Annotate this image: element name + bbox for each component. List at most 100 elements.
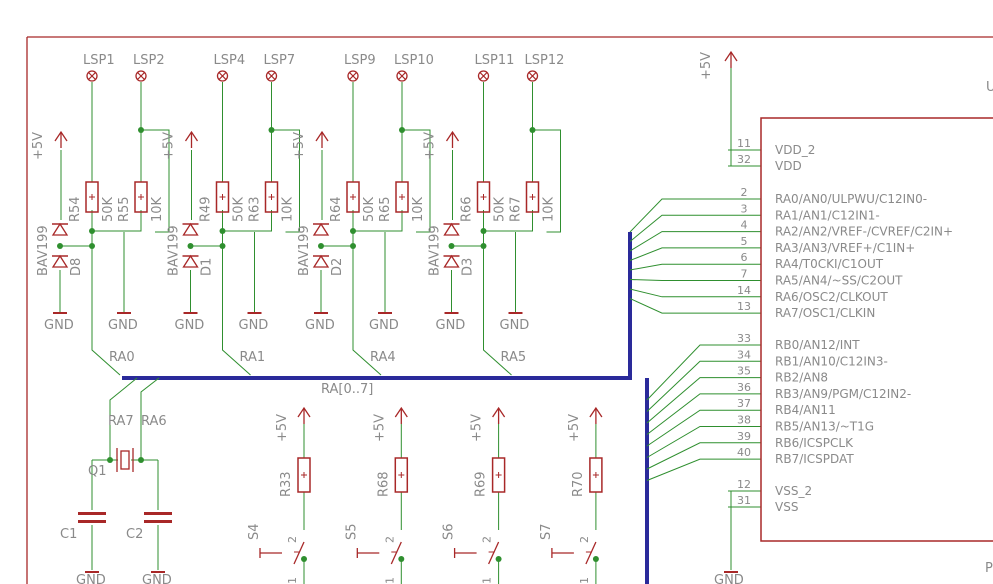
resistor-body [297, 457, 311, 493]
bus-ra [122, 232, 632, 380]
capacitor-plate [78, 512, 106, 515]
pin-number: 3 [741, 202, 748, 215]
pin-number: 33 [737, 332, 751, 345]
bus-tap-wire [629, 298, 728, 314]
speaker-connector-icon [526, 70, 539, 82]
resistor-body [394, 457, 409, 493]
speaker-label: LSP4 [214, 53, 246, 68]
pin-number: 2 [741, 186, 748, 199]
junction-dot [480, 243, 487, 249]
connector-ring [86, 70, 98, 82]
resistor-body [264, 181, 279, 213]
wire [271, 129, 300, 233]
pin-number: 13 [737, 300, 751, 313]
diode-triangle [312, 254, 330, 268]
resistor-icon [395, 181, 409, 213]
pin-name: RB1/AN10/C12IN3- [775, 354, 888, 368]
bus-tap-wire [646, 393, 728, 435]
bus-tap-wire [629, 288, 728, 298]
crystal-net-wire [140, 377, 160, 460]
resistor-icon [264, 181, 279, 213]
switch-pin: 2 [286, 536, 299, 543]
connector-cross [349, 72, 357, 80]
pin-number: 6 [741, 251, 748, 264]
ground-label: GND [175, 318, 205, 333]
resistor-value: 50K [232, 196, 247, 222]
wire [222, 210, 272, 232]
connector-cross [137, 72, 145, 80]
speaker-label: LSP11 [475, 53, 515, 68]
switch-pin: 2 [383, 536, 396, 543]
supply-label: +5V [31, 132, 46, 160]
resistor-icon [476, 181, 491, 213]
pin-name: VDD [775, 159, 802, 173]
pin-name: RA5/AN4/~SS/C2OUT [775, 274, 903, 288]
ground-label: GND [76, 573, 106, 584]
resistor-value: 10K [542, 196, 557, 222]
wire [353, 210, 403, 232]
bus-label: RA[0..7] [321, 382, 373, 397]
pin-name: RA6/OSC2/CLKOUT [775, 290, 888, 304]
junction-dot [350, 228, 356, 234]
junction-dot [187, 243, 194, 249]
resistor-value: 10K [281, 196, 296, 222]
crystal-ref: Q1 [88, 464, 107, 479]
net-label: RA4 [370, 350, 396, 365]
switch-contact [495, 556, 502, 562]
speaker-connector-icon [135, 70, 147, 82]
pin-name: VDD_2 [775, 143, 815, 157]
switch-lever [293, 541, 305, 565]
resistor-body [476, 181, 491, 213]
bus-tap-wire [646, 426, 728, 458]
vcc-arrow-icon [297, 406, 311, 424]
ground-label: GND [369, 318, 399, 333]
connector-cross [398, 72, 406, 80]
pin-number: 32 [737, 153, 751, 166]
bus-tap-wire [629, 279, 728, 281]
connector-ring [526, 70, 539, 82]
speaker-connector-icon [86, 70, 98, 82]
net-label: RA6 [141, 414, 167, 429]
crystal-net-wire [109, 377, 138, 460]
vcc-arrow-icon [724, 50, 738, 68]
diode-icon [51, 222, 69, 236]
wires [57, 68, 761, 584]
connector-cross [88, 72, 96, 80]
capacitor-plate [144, 520, 172, 523]
resistor-body [134, 181, 148, 213]
resistor-body [346, 181, 360, 213]
crystal-body [120, 450, 130, 470]
switch-pin: 1 [578, 577, 591, 584]
pin-number: 38 [737, 414, 751, 427]
speaker-label: LSP7 [264, 53, 296, 68]
wire [92, 210, 142, 232]
supply-label: +5V [292, 132, 307, 160]
ground-label: GND [500, 318, 530, 333]
pin-name: VSS_2 [775, 484, 812, 498]
pin-number: 4 [741, 219, 748, 232]
resistor-ref: R33 [279, 471, 294, 497]
diode-triangle [51, 254, 69, 268]
vcc-arrow-icon [184, 130, 199, 148]
resistor-icon [589, 457, 603, 493]
capacitor-plate [144, 512, 172, 515]
pin-name: RA1/AN1/C12IN1- [775, 208, 880, 222]
ground-label: GND [714, 573, 744, 584]
capacitor-plate [78, 520, 106, 523]
vcc-arrow-icon [315, 130, 329, 148]
capacitor-icon [144, 512, 172, 523]
ground-label: GND [108, 318, 138, 333]
resistor-icon [525, 181, 540, 213]
diode-ref: D1 [200, 258, 215, 276]
ground-label: GND [142, 573, 172, 584]
resistor-icon [394, 457, 409, 493]
diode-triangle [312, 222, 330, 236]
components [51, 50, 993, 573]
vcc-arrow-icon [394, 406, 408, 424]
speaker-connector-icon [347, 70, 359, 82]
switch-contact [398, 556, 405, 562]
resistor-body [491, 457, 506, 493]
sheet-frame [26, 36, 993, 584]
switch-lever [390, 541, 402, 565]
